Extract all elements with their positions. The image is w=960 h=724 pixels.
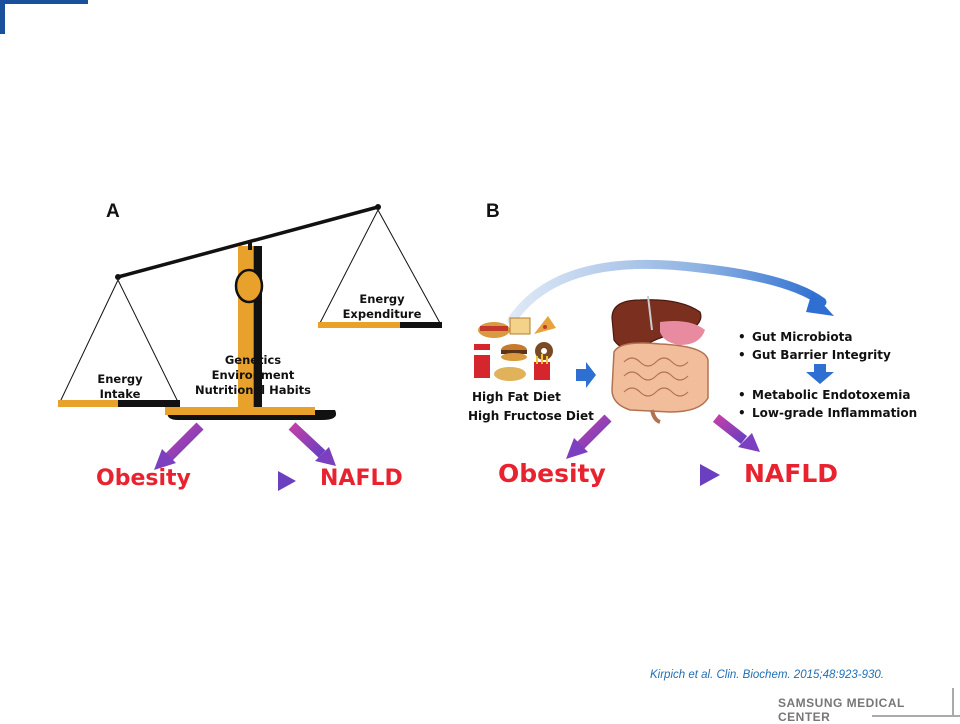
energy-intake-label: Energy Intake xyxy=(92,372,148,402)
panel-b-letter: B xyxy=(486,201,500,222)
factors-label: Genetics Environment Nutritional Habits xyxy=(190,353,316,398)
bullets-arrow xyxy=(806,364,834,384)
panel-a-letter: A xyxy=(106,201,120,222)
diet-arrow xyxy=(576,362,596,388)
panel-b-arrows xyxy=(566,414,760,486)
bullet-low-grade-inflammation: Low-grade Inflammation xyxy=(738,404,917,422)
expenditure-line-2: Expenditure xyxy=(342,307,422,321)
panel-a-obesity: Obesity xyxy=(96,466,191,491)
intake-line-2: Intake xyxy=(99,387,141,401)
bullet-gut-barrier: Gut Barrier Integrity xyxy=(738,346,891,364)
intake-line-1: Energy xyxy=(97,372,143,386)
bullets-bottom: Metabolic Endotoxemia Low-grade Inflamma… xyxy=(738,386,917,422)
food-icon xyxy=(474,316,556,381)
digestive-organs-icon xyxy=(611,295,709,424)
balance-scale xyxy=(58,204,442,420)
diet-high-fructose: High Fructose Diet xyxy=(468,409,594,423)
panel-a-arrows xyxy=(154,422,336,491)
factor-environment: Environment xyxy=(211,368,295,382)
bullet-gut-microbiota: Gut Microbiota xyxy=(738,328,891,346)
panel-b-obesity: Obesity xyxy=(498,459,606,488)
corner-accent-left xyxy=(0,0,5,34)
citation: Kirpich et al. Clin. Biochem. 2015;48:92… xyxy=(650,669,884,681)
factor-genetics: Genetics xyxy=(224,353,282,367)
bullets-top: Gut Microbiota Gut Barrier Integrity xyxy=(738,328,891,364)
energy-expenditure-label: Energy Expenditure xyxy=(342,292,422,322)
diet-high-fat: High Fat Diet xyxy=(472,390,561,404)
panel-b-nafld: NAFLD xyxy=(744,459,839,488)
curved-arrow xyxy=(507,259,827,325)
bullet-metabolic-endotoxemia: Metabolic Endotoxemia xyxy=(738,386,917,404)
factor-nutritional-habits: Nutritional Habits xyxy=(194,383,312,397)
expenditure-line-1: Energy xyxy=(359,292,405,306)
corner-accent-top xyxy=(0,0,88,4)
diet-label: High Fat Diet High Fructose Diet xyxy=(468,388,594,426)
scale-right-pan xyxy=(318,322,442,328)
panel-a-nafld: NAFLD xyxy=(320,466,403,491)
